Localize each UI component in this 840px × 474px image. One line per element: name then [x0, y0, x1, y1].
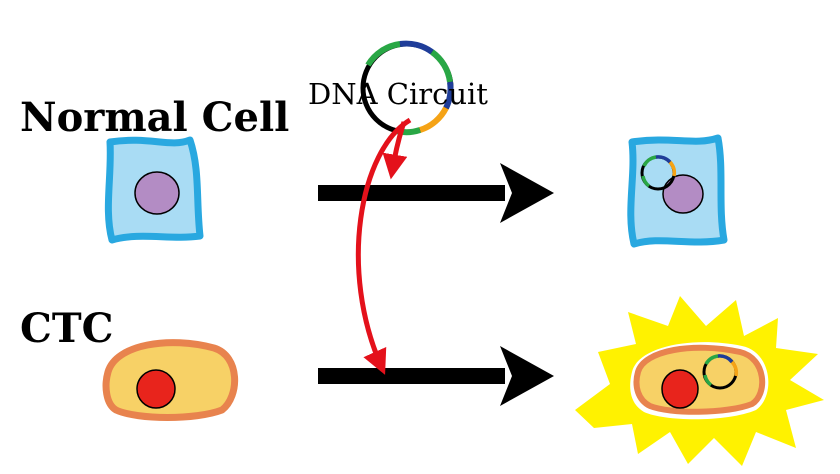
right-arrow-icon — [318, 163, 554, 223]
dna-circuit-label: DNA Circuit — [308, 77, 488, 111]
glowing-ctc — [575, 296, 824, 466]
circular-dna-icon — [640, 155, 677, 191]
circular-dna-icon — [360, 40, 454, 136]
right-arrow-icon — [318, 346, 554, 406]
ctc-cell — [102, 339, 238, 421]
normal-cell-label: Normal Cell — [20, 94, 289, 141]
curved-double-arrow-icon — [355, 117, 412, 375]
ctc-nucleus — [136, 369, 176, 409]
transfected-normal-nucleus — [662, 174, 704, 214]
normal-cell — [104, 136, 204, 244]
circular-dna-icon — [702, 354, 739, 390]
transfected-normal-cell — [627, 134, 728, 248]
ctc-label: CTC — [20, 305, 113, 352]
normal-cell-nucleus — [134, 171, 180, 215]
glowing-ctc-nucleus — [661, 369, 699, 409]
